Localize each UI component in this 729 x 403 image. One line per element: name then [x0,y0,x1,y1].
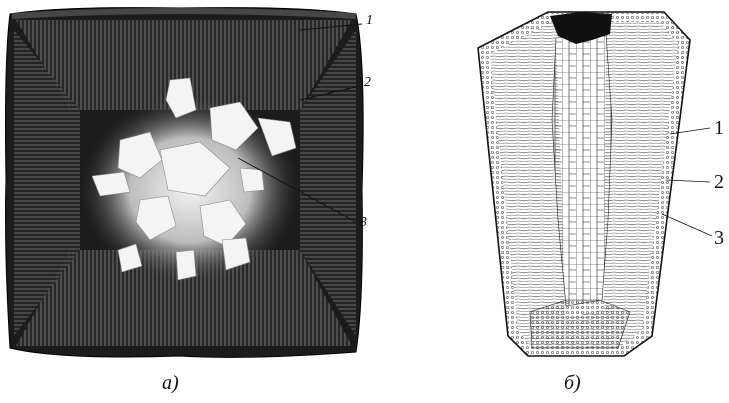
label-a-1: 1 [366,14,373,28]
ingot-structure-diagram [380,0,729,403]
panel-b-schematic: 1 2 3 б) [380,0,729,403]
label-a-2: 2 [364,76,371,90]
label-b-1: 1 [714,118,724,138]
caption-a: а) [162,372,179,395]
label-b-2: 2 [714,172,724,192]
panel-a-photograph: 1 2 3 а) [0,0,380,403]
label-b-3: 3 [714,228,724,248]
caption-b: б) [564,372,581,395]
label-a-3: 3 [360,216,367,230]
ingot-section-photo [0,0,380,403]
